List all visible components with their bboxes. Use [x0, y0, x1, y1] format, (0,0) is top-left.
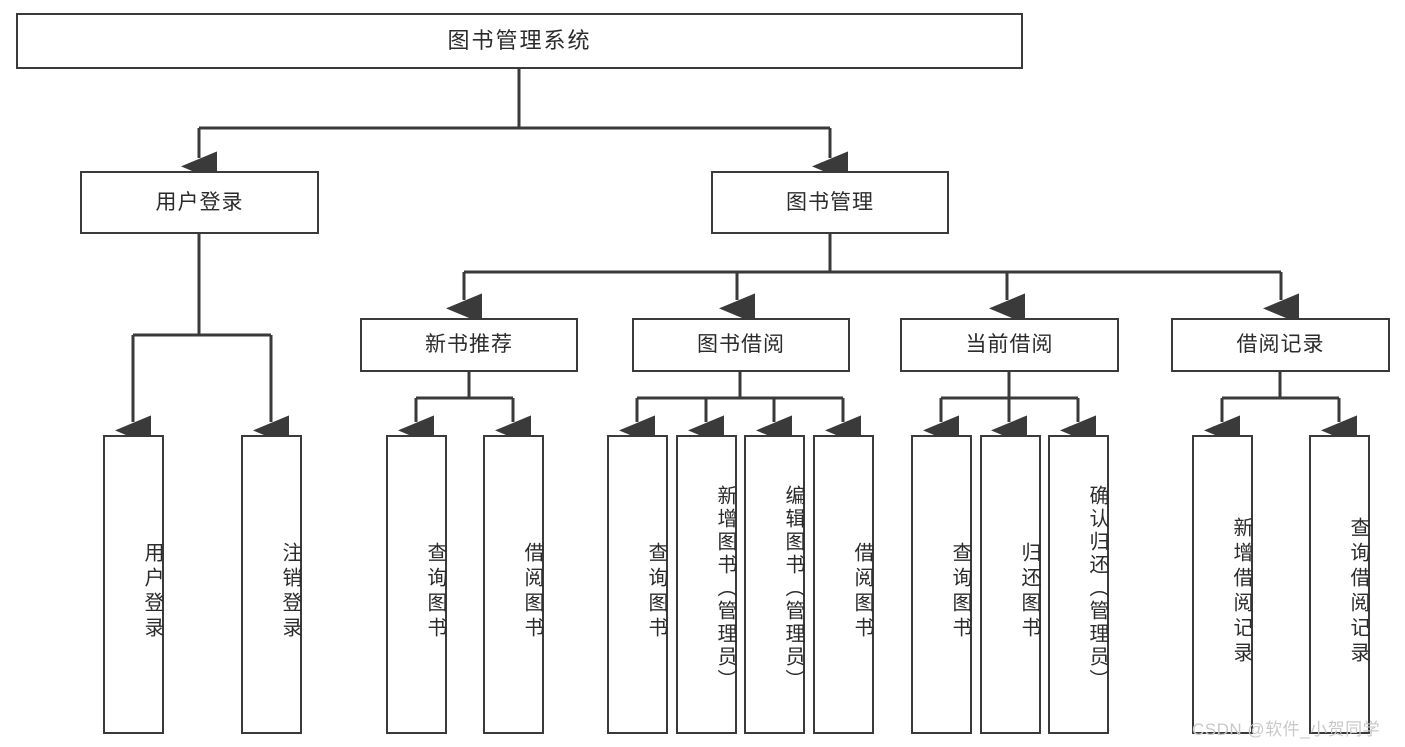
node-leaf-query-borrow-record[interactable]: 查询借阅记录 [1309, 435, 1370, 734]
node-leaf-borrow-book-recommend[interactable]: 借阅图书 [483, 435, 544, 734]
node-leaf-borrow-book[interactable]: 借阅图书 [813, 435, 874, 734]
node-label: 注销登录 [279, 541, 301, 642]
csdn-watermark: CSDN @软件_小贺同学 [1192, 720, 1381, 739]
node-label: 当前借阅 [965, 333, 1054, 357]
node-current-borrow[interactable]: 当前借阅 [900, 318, 1119, 372]
node-leaf-query-book-borrow[interactable]: 查询图书 [607, 435, 668, 734]
node-leaf-query-book-recommend[interactable]: 查询图书 [386, 435, 447, 734]
node-label: 确认归还（管理员） [1086, 485, 1108, 692]
node-label: 查询图书 [949, 541, 971, 642]
node-leaf-logout[interactable]: 注销登录 [241, 435, 302, 734]
node-leaf-query-book-current[interactable]: 查询图书 [911, 435, 972, 734]
node-leaf-add-borrow-record[interactable]: 新增借阅记录 [1192, 435, 1253, 734]
node-leaf-confirm-return-admin[interactable]: 确认归还（管理员） [1048, 435, 1109, 734]
node-label: 图书借阅 [697, 333, 785, 357]
node-new-book-recommend[interactable]: 新书推荐 [360, 318, 578, 372]
node-label: 新增图书（管理员） [714, 485, 736, 692]
node-label: 归还图书 [1018, 541, 1040, 642]
node-label: 图书管理 [786, 190, 874, 214]
node-label: 用户登录 [155, 190, 244, 214]
node-leaf-return-book[interactable]: 归还图书 [980, 435, 1041, 734]
node-leaf-user-login[interactable]: 用户登录 [103, 435, 164, 734]
node-label: 查询借阅记录 [1347, 516, 1369, 667]
node-user-login[interactable]: 用户登录 [80, 171, 319, 234]
node-label: 借阅图书 [521, 541, 543, 642]
node-label: 借阅图书 [851, 541, 873, 642]
node-label: 新书推荐 [425, 333, 513, 357]
node-label: 新增借阅记录 [1230, 516, 1252, 667]
node-label: 借阅记录 [1236, 333, 1325, 357]
node-book-management[interactable]: 图书管理 [711, 171, 949, 234]
node-root-book-management-system[interactable]: 图书管理系统 [16, 13, 1023, 69]
node-label: 用户登录 [141, 541, 163, 642]
node-borrow-record[interactable]: 借阅记录 [1171, 318, 1390, 372]
node-label: 图书管理系统 [447, 27, 592, 53]
node-label: 查询图书 [645, 541, 667, 642]
node-book-borrow[interactable]: 图书借阅 [632, 318, 850, 372]
node-label: 查询图书 [424, 541, 446, 642]
node-label: 编辑图书（管理员） [782, 485, 804, 692]
node-leaf-add-book-admin[interactable]: 新增图书（管理员） [676, 435, 737, 734]
node-leaf-edit-book-admin[interactable]: 编辑图书（管理员） [744, 435, 805, 734]
